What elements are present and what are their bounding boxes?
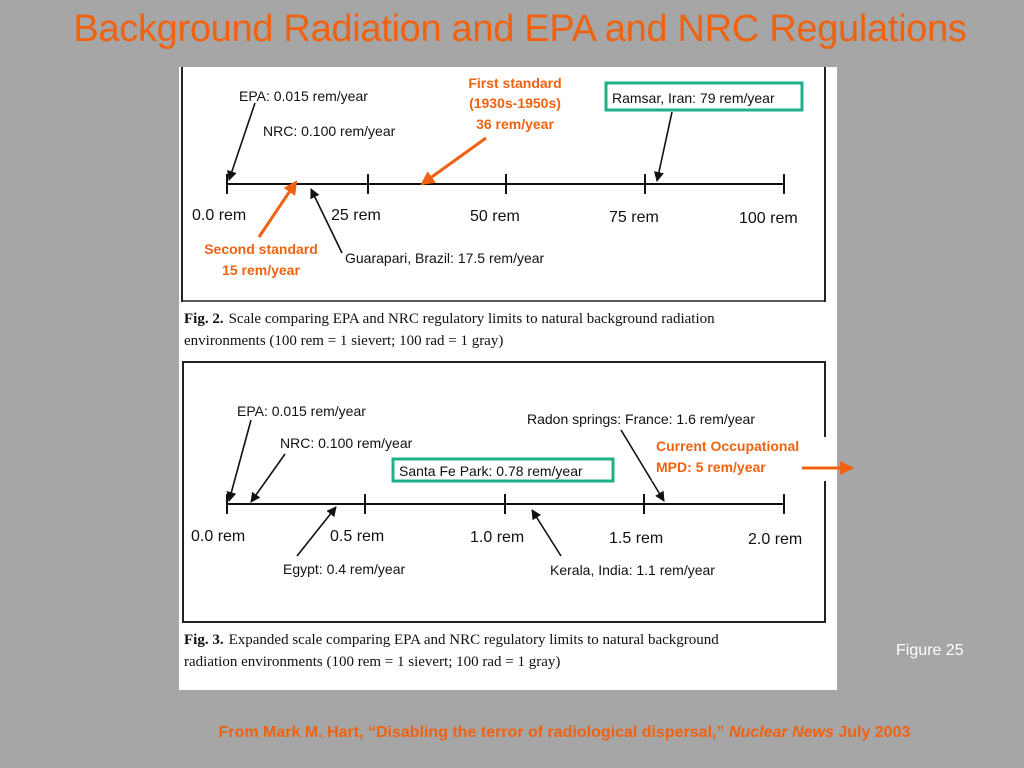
fig2-ramsar-arrow [654,111,673,182]
fig3-tick-label-10: 1.0 rem [470,529,524,546]
first-standard-line1: First standard [468,75,561,91]
figure-number: Figure 25 [896,642,964,659]
fig2-caption-tag: Fig. 2. [184,311,224,327]
fig3-caption-text1: Expanded scale comparing EPA and NRC reg… [229,632,720,648]
first-standard-line3: 36 rem/year [476,116,554,132]
fig3-panel: 0.0 rem 0.5 rem 1.0 rem 1.5 rem 2.0 rem … [182,361,826,670]
first-standard-arrow [420,136,487,186]
fig3-santa-fe-box [391,457,615,483]
fig3-radon-label: Radon springs: France: 1.6 rem/year [527,411,755,427]
fig3-kerala-label: Kerala, India: 1.1 rem/year [550,562,715,578]
fig3-tick-label-20: 2.0 rem [748,531,802,548]
fig2-nrc-label: NRC: 0.100 rem/year [263,123,396,139]
fig2-epa-label: EPA: 0.015 rem/year [239,88,368,104]
fig3-nrc-label: NRC: 0.100 rem/year [280,435,413,451]
figure-scan: 0.0 rem 25 rem 50 rem 75 rem 100 rem EPA… [179,67,837,690]
fig2-guarapari-label: Guarapari, Brazil: 17.5 rem/year [345,250,545,266]
fig3-epa-arrow [226,419,252,502]
fig3-nrc-arrow [250,453,286,503]
citation-prefix: From Mark M. Hart, “Disabling the terror… [218,724,729,741]
fig3-egypt-arrow [296,506,337,557]
citation: From Mark M. Hart, “Disabling the terror… [0,724,1024,742]
fig3-egypt-label: Egypt: 0.4 rem/year [283,561,406,577]
fig3-santa-fe-label: Santa Fe Park: 0.78 rem/year [399,463,583,479]
fig2-tick-label-100: 100 rem [739,210,798,227]
second-standard-line2: 15 rem/year [222,262,300,278]
fig3-caption-line1: Fig. 3. Expanded scale comparing EPA and … [184,632,719,648]
second-standard-arrow [257,180,298,238]
fig3-caption-line2: radiation environments (100 rem = 1 siev… [184,654,560,670]
fig2-caption-line1: Fig. 2. Scale comparing EPA and NRC regul… [184,311,715,327]
figure-diagram: 0.0 rem 25 rem 50 rem 75 rem 100 rem EPA… [181,67,826,670]
fig2-tick-label-50: 50 rem [470,208,520,225]
fig2-caption-text1: Scale comparing EPA and NRC regulatory l… [229,311,716,327]
fig2-panel: 0.0 rem 25 rem 50 rem 75 rem 100 rem EPA… [181,67,826,349]
fig3-epa-label: EPA: 0.015 rem/year [237,403,366,419]
fig3-tick-label-05: 0.5 rem [330,528,384,545]
fig3-frame [182,361,826,623]
second-standard-line1: Second standard [204,241,318,257]
fig2-ramsar-box [604,81,804,112]
fig3-tick-label-0: 0.0 rem [191,528,245,545]
fig2-tick-label-25: 25 rem [331,207,381,224]
fig3-tick-label-15: 1.5 rem [609,530,663,547]
fig3-radon-arrow [620,429,665,502]
fig2-guarapari-arrow [310,188,343,254]
fig2-epa-arrow [227,102,256,181]
fig2-caption-line2: environments (100 rem = 1 sievert; 100 r… [184,333,503,349]
fig3-kerala-arrow [531,509,562,557]
fig2-ramsar-label: Ramsar, Iran: 79 rem/year [612,90,775,106]
fig3-caption-tag: Fig. 3. [184,632,224,648]
fig2-tick-label-0: 0.0 rem [192,207,246,224]
slide-title: Background Radiation and EPA and NRC Reg… [73,8,967,50]
citation-journal: Nuclear News [728,724,834,741]
fig2-tick-label-75: 75 rem [609,209,659,226]
citation-suffix: July 2003 [833,724,911,741]
first-standard-line2: (1930s-1950s) [469,95,561,111]
